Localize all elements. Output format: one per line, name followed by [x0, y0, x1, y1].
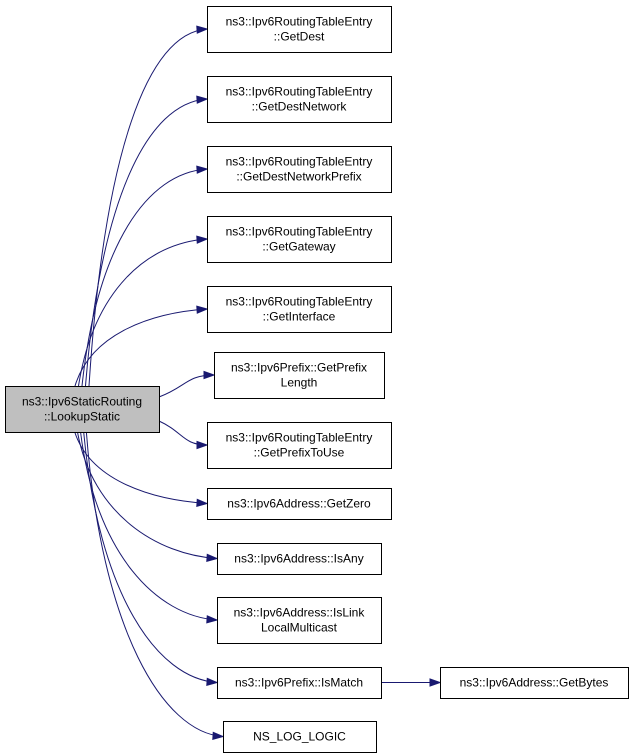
node-get-dest-network-prefix[interactable]: ns3::Ipv6RoutingTableEntry::GetDestNetwo…	[207, 146, 392, 193]
node-get-prefix-to-use[interactable]: ns3::Ipv6RoutingTableEntry::GetPrefixToU…	[207, 422, 392, 469]
edge-to-ns-log-logic	[85, 431, 225, 740]
edge-to-get-zero	[74, 431, 209, 507]
edge-arrowhead	[196, 440, 209, 450]
node-label-line: ::GetPrefixToUse	[254, 446, 345, 460]
node-get-dest[interactable]: ns3::Ipv6RoutingTableEntry::GetDest	[207, 6, 392, 53]
edge-to-get-bytes	[381, 678, 442, 687]
node-box	[440, 667, 629, 699]
edge-line	[81, 168, 208, 387]
node-label-line: ns3::Ipv6Address::IsLink	[234, 606, 366, 620]
node-label-line: ns3::Ipv6RoutingTableEntry	[226, 85, 373, 99]
node-label-line: ns3::Ipv6Address::GetBytes	[460, 676, 609, 690]
node-box	[207, 146, 392, 193]
edge-arrowhead	[203, 370, 216, 380]
edge-arrowhead	[206, 553, 219, 562]
node-get-dest-network[interactable]: ns3::Ipv6RoutingTableEntry::GetDestNetwo…	[207, 76, 392, 123]
node-is-match[interactable]: ns3::Ipv6Prefix::IsMatch	[217, 667, 382, 699]
edge-to-get-gateway	[78, 235, 209, 387]
node-label-line: LocalMulticast	[261, 621, 338, 635]
edge-arrowhead	[429, 678, 442, 687]
edge-line	[80, 431, 218, 621]
node-label-line: ns3::Ipv6RoutingTableEntry	[226, 295, 373, 309]
edge-arrowhead	[196, 305, 209, 314]
node-box	[207, 286, 392, 333]
edge-arrowhead	[212, 731, 225, 740]
node-label-line: ns3::Ipv6Prefix::GetPrefix	[231, 361, 367, 375]
node-box	[207, 76, 392, 123]
edge-arrowhead	[196, 25, 209, 34]
node-label-line: ::GetDestNetworkPrefix	[236, 170, 361, 184]
node-is-any[interactable]: ns3::Ipv6Address::IsAny	[217, 543, 382, 575]
node-box	[223, 721, 377, 753]
node-box	[217, 597, 382, 644]
node-label-line: ::LookupStatic	[44, 410, 120, 424]
edge-line	[85, 431, 224, 737]
edge-to-is-any	[76, 431, 219, 562]
node-get-zero[interactable]: ns3::Ipv6Address::GetZero	[207, 488, 392, 520]
edge-line	[74, 431, 208, 504]
node-label-line: ns3::Ipv6RoutingTableEntry	[226, 155, 373, 169]
edge-line	[78, 238, 208, 387]
node-get-gateway[interactable]: ns3::Ipv6RoutingTableEntry::GetGateway	[207, 216, 392, 263]
node-box	[207, 6, 392, 53]
node-label-line: ns3::Ipv6RoutingTableEntry	[226, 15, 373, 29]
node-box	[217, 667, 382, 699]
edge-line	[74, 308, 208, 387]
node-get-bytes[interactable]: ns3::Ipv6Address::GetBytes	[440, 667, 629, 699]
node-box	[207, 216, 392, 263]
node-label-line: ::GetDest	[274, 30, 325, 44]
edge-arrowhead	[196, 235, 209, 244]
node-label-line: ns3::Ipv6Address::IsAny	[234, 552, 363, 566]
node-box	[5, 386, 160, 433]
node-get-interface[interactable]: ns3::Ipv6RoutingTableEntry::GetInterface	[207, 286, 392, 333]
edge-arrowhead	[206, 615, 219, 624]
edge-to-get-prefix-length	[158, 370, 216, 398]
edge-to-get-prefix-to-use	[158, 420, 209, 450]
edge-arrowhead	[196, 165, 209, 174]
edge-to-is-match	[83, 431, 219, 686]
call-nodes: ns3::Ipv6StaticRouting::LookupStaticns3:…	[5, 6, 629, 753]
edge-line	[158, 420, 208, 446]
node-lookup-static[interactable]: ns3::Ipv6StaticRouting::LookupStatic	[5, 386, 160, 433]
edge-arrowhead	[196, 95, 209, 104]
node-label-line: ::GetGateway	[262, 240, 335, 254]
edge-line	[83, 431, 218, 683]
edge-to-is-link-local-multicast	[80, 431, 219, 624]
node-label-line: NS_LOG_LOGIC	[253, 730, 346, 744]
node-label-line: ns3::Ipv6StaticRouting	[22, 395, 142, 409]
call-edges	[74, 25, 442, 740]
node-label-line: ::GetDestNetwork	[252, 100, 348, 114]
node-label-line: ns3::Ipv6Address::GetZero	[227, 497, 371, 511]
edge-line	[88, 28, 208, 387]
node-label-line: Length	[281, 376, 318, 390]
edge-to-get-dest	[88, 25, 209, 387]
node-label-line: ns3::Ipv6RoutingTableEntry	[226, 431, 373, 445]
node-box	[214, 352, 385, 399]
edge-arrowhead	[206, 677, 219, 686]
node-label-line: ns3::Ipv6Prefix::IsMatch	[235, 676, 363, 690]
node-box	[217, 543, 382, 575]
edge-line	[76, 431, 218, 559]
edge-to-get-interface	[74, 305, 209, 387]
node-box	[207, 488, 392, 520]
edge-arrowhead	[196, 498, 209, 507]
node-ns-log-logic[interactable]: NS_LOG_LOGIC	[223, 721, 377, 753]
node-label-line: ns3::Ipv6RoutingTableEntry	[226, 225, 373, 239]
node-box	[207, 422, 392, 469]
edge-to-get-dest-network-prefix	[81, 165, 209, 387]
node-label-line: ::GetInterface	[263, 310, 336, 324]
